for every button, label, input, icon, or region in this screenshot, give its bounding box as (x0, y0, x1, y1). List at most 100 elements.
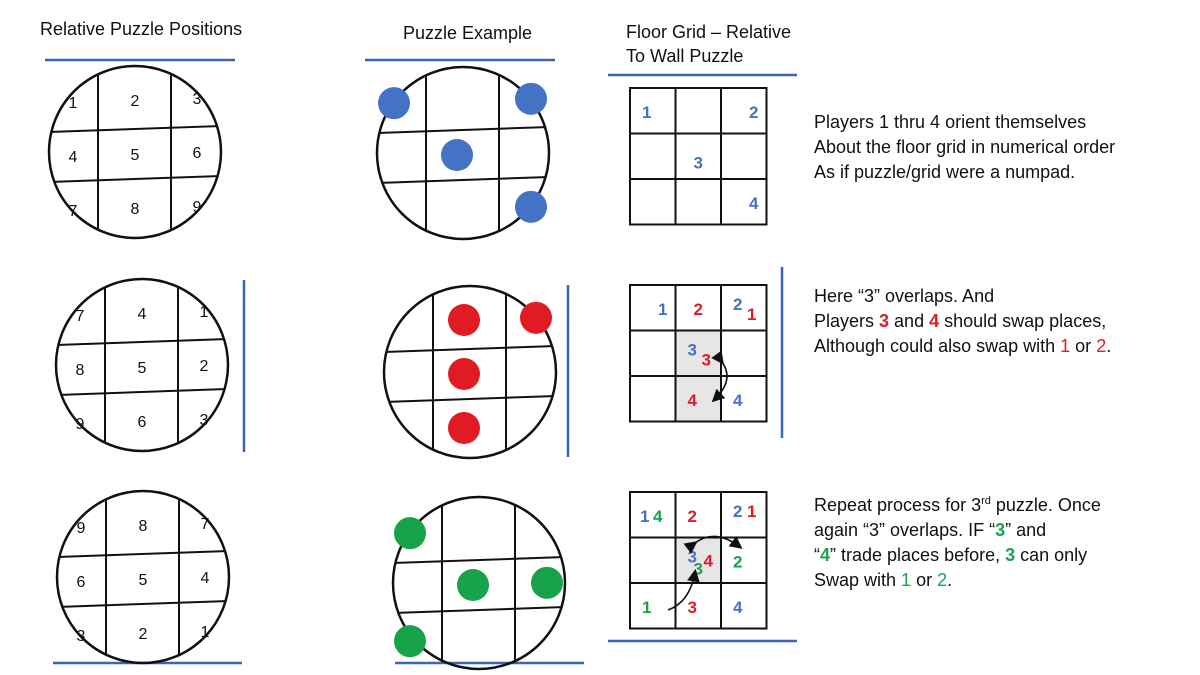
description-text: About the floor grid in numerical order (814, 137, 1116, 157)
position-number: 5 (139, 572, 148, 589)
description-text: Players (814, 311, 880, 331)
grid-player-label: 2 (688, 507, 697, 526)
example-puzzle-outline-1 (375, 65, 551, 241)
description-line: “4” trade places before, 3 can only (814, 543, 1101, 568)
grid-player-label: 4 (653, 507, 663, 526)
description-text: Here “3” overlaps. And (814, 286, 995, 306)
description-line: Here “3” overlaps. And (814, 284, 1111, 309)
position-puzzle-horizontal-line-2 (49, 174, 221, 184)
description-line: About the floor grid in numerical order (814, 135, 1115, 160)
description-text: or (911, 570, 938, 590)
description-text: Swap with (814, 570, 902, 590)
grid-player-label: 2 (749, 103, 758, 122)
position-number: 7 (201, 516, 210, 533)
position-number: 7 (76, 308, 85, 325)
description-text: 3 (879, 311, 890, 331)
example-dot (531, 566, 563, 599)
grid-player-label: 4 (749, 194, 759, 213)
example-dot (394, 625, 426, 658)
position-number: 9 (76, 416, 85, 433)
position-number: 4 (69, 149, 78, 166)
position-number: 3 (200, 412, 209, 429)
header-floor-grid-line1: Floor Grid – Relative (626, 22, 792, 42)
description-text: should swap places, (939, 311, 1107, 331)
grid-player-label: 3 (702, 350, 711, 369)
example-puzzle-division-lines-1 (377, 67, 549, 239)
description-text: As if puzzle/grid were a numpad. (814, 162, 1076, 182)
grid-player-label: 2 (694, 300, 703, 319)
example-puzzle-division-lines-2 (384, 286, 556, 458)
position-number: 3 (77, 628, 86, 645)
description-line: Players 1 thru 4 orient themselves (814, 110, 1115, 135)
description-text: or (1070, 336, 1097, 356)
example-dot (441, 139, 473, 171)
example-dot (448, 412, 480, 444)
position-number: 5 (138, 360, 147, 377)
position-puzzle-division-lines-2 (56, 279, 228, 451)
description-text: 4 (820, 545, 831, 565)
description-text: 2 (937, 570, 948, 590)
position-puzzle-outline-2 (54, 277, 230, 453)
description-text: rd (981, 495, 991, 507)
position-number: 2 (200, 358, 209, 375)
grid-player-label: 4 (704, 551, 714, 570)
header-relative-positions: Relative Puzzle Positions (40, 19, 243, 39)
position-number: 1 (201, 624, 210, 641)
position-number: 1 (200, 304, 209, 321)
description-text: 1 (901, 570, 912, 590)
grid-player-label: 1 (642, 598, 651, 617)
example-dot (515, 82, 547, 115)
swap-arrow-grid-3-lower (667, 568, 700, 611)
description-text: and (889, 311, 930, 331)
position-number: 4 (201, 570, 210, 587)
example-puzzle-horizontal-line-2 (384, 394, 556, 404)
grid-player-label: 4 (688, 391, 698, 410)
grid-player-label: 3 (694, 559, 703, 578)
example-puzzle-horizontal-line-2 (377, 175, 549, 185)
header-puzzle-example: Puzzle Example (403, 23, 533, 43)
example-puzzle-outline-3 (391, 495, 567, 671)
description-line: Swap with 1 or 2. (814, 568, 1101, 593)
description-line: Although could also swap with 1 or 2. (814, 334, 1111, 359)
header-floor-grid: Floor Grid – Relative To Wall Puzzle (626, 20, 791, 68)
grid-player-label: 4 (733, 391, 743, 410)
position-number: 8 (131, 201, 140, 218)
position-puzzle-horizontal-line-1 (49, 124, 221, 134)
position-number: 1 (69, 95, 78, 112)
example-puzzle-horizontal-line-1 (377, 125, 549, 135)
position-number: 2 (131, 93, 140, 110)
description-text: 3 (995, 520, 1006, 540)
position-number: 9 (193, 199, 202, 216)
floor-grid-outline-1 (629, 87, 768, 226)
example-puzzle-horizontal-line-1 (384, 344, 556, 354)
description-text: 1 (1060, 336, 1071, 356)
description-line: Repeat process for 3rd puzzle. Once (814, 493, 1101, 518)
grid-player-label: 2 (733, 295, 742, 314)
grid-shaded-cell (675, 330, 721, 376)
position-puzzle-outline-1 (47, 64, 223, 240)
example-dot (394, 517, 426, 550)
example-puzzle-horizontal-line-2 (393, 605, 565, 615)
position-number: 9 (77, 520, 86, 537)
description-line: again “3” overlaps. IF “3” and (814, 518, 1101, 543)
example-dot (448, 358, 480, 390)
example-dot (448, 304, 480, 336)
position-number: 8 (76, 362, 85, 379)
description-line: Players 3 and 4 should swap places, (814, 309, 1111, 334)
swap-arrow-grid-3-upper (683, 535, 743, 554)
position-puzzle-horizontal-line-2 (57, 599, 229, 609)
example-dot (515, 190, 547, 223)
example-puzzle-division-lines-3 (393, 497, 565, 669)
grid-player-label: 3 (688, 547, 697, 566)
swap-arrow-grid-2 (711, 350, 728, 403)
position-number: 6 (138, 414, 147, 431)
grid-player-label: 2 (733, 552, 742, 571)
position-puzzle-outline-3 (55, 489, 231, 665)
position-number: 7 (69, 203, 78, 220)
example-puzzle-horizontal-line-1 (393, 555, 565, 565)
grid-player-label: 1 (747, 305, 756, 324)
description-text: . (1106, 336, 1112, 356)
